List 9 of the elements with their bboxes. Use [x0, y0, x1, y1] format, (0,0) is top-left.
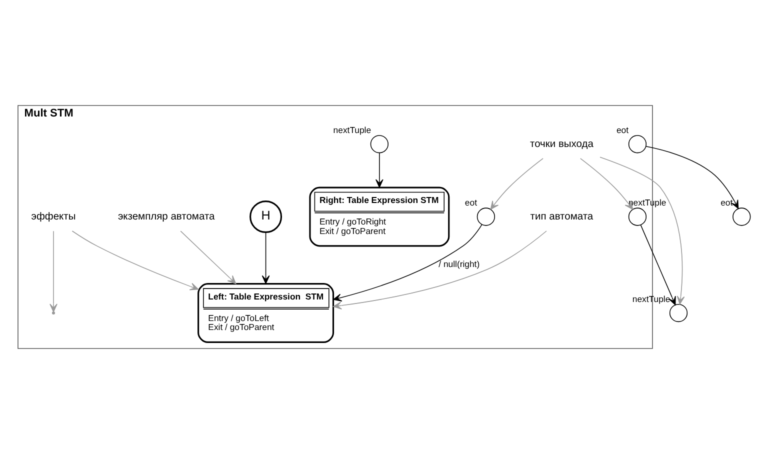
edge-label: / null(right) [438, 258, 480, 269]
node-label: eot [720, 197, 733, 208]
node-text: эффекты [31, 210, 76, 222]
node-text: экземпляр автомата [118, 210, 215, 222]
node-text: тип автомата [530, 210, 594, 222]
node-label: nextTuple [333, 124, 372, 134]
node-label: eot [464, 197, 477, 208]
node-text: точки выхода [530, 138, 594, 150]
node-label: eot [616, 124, 629, 134]
